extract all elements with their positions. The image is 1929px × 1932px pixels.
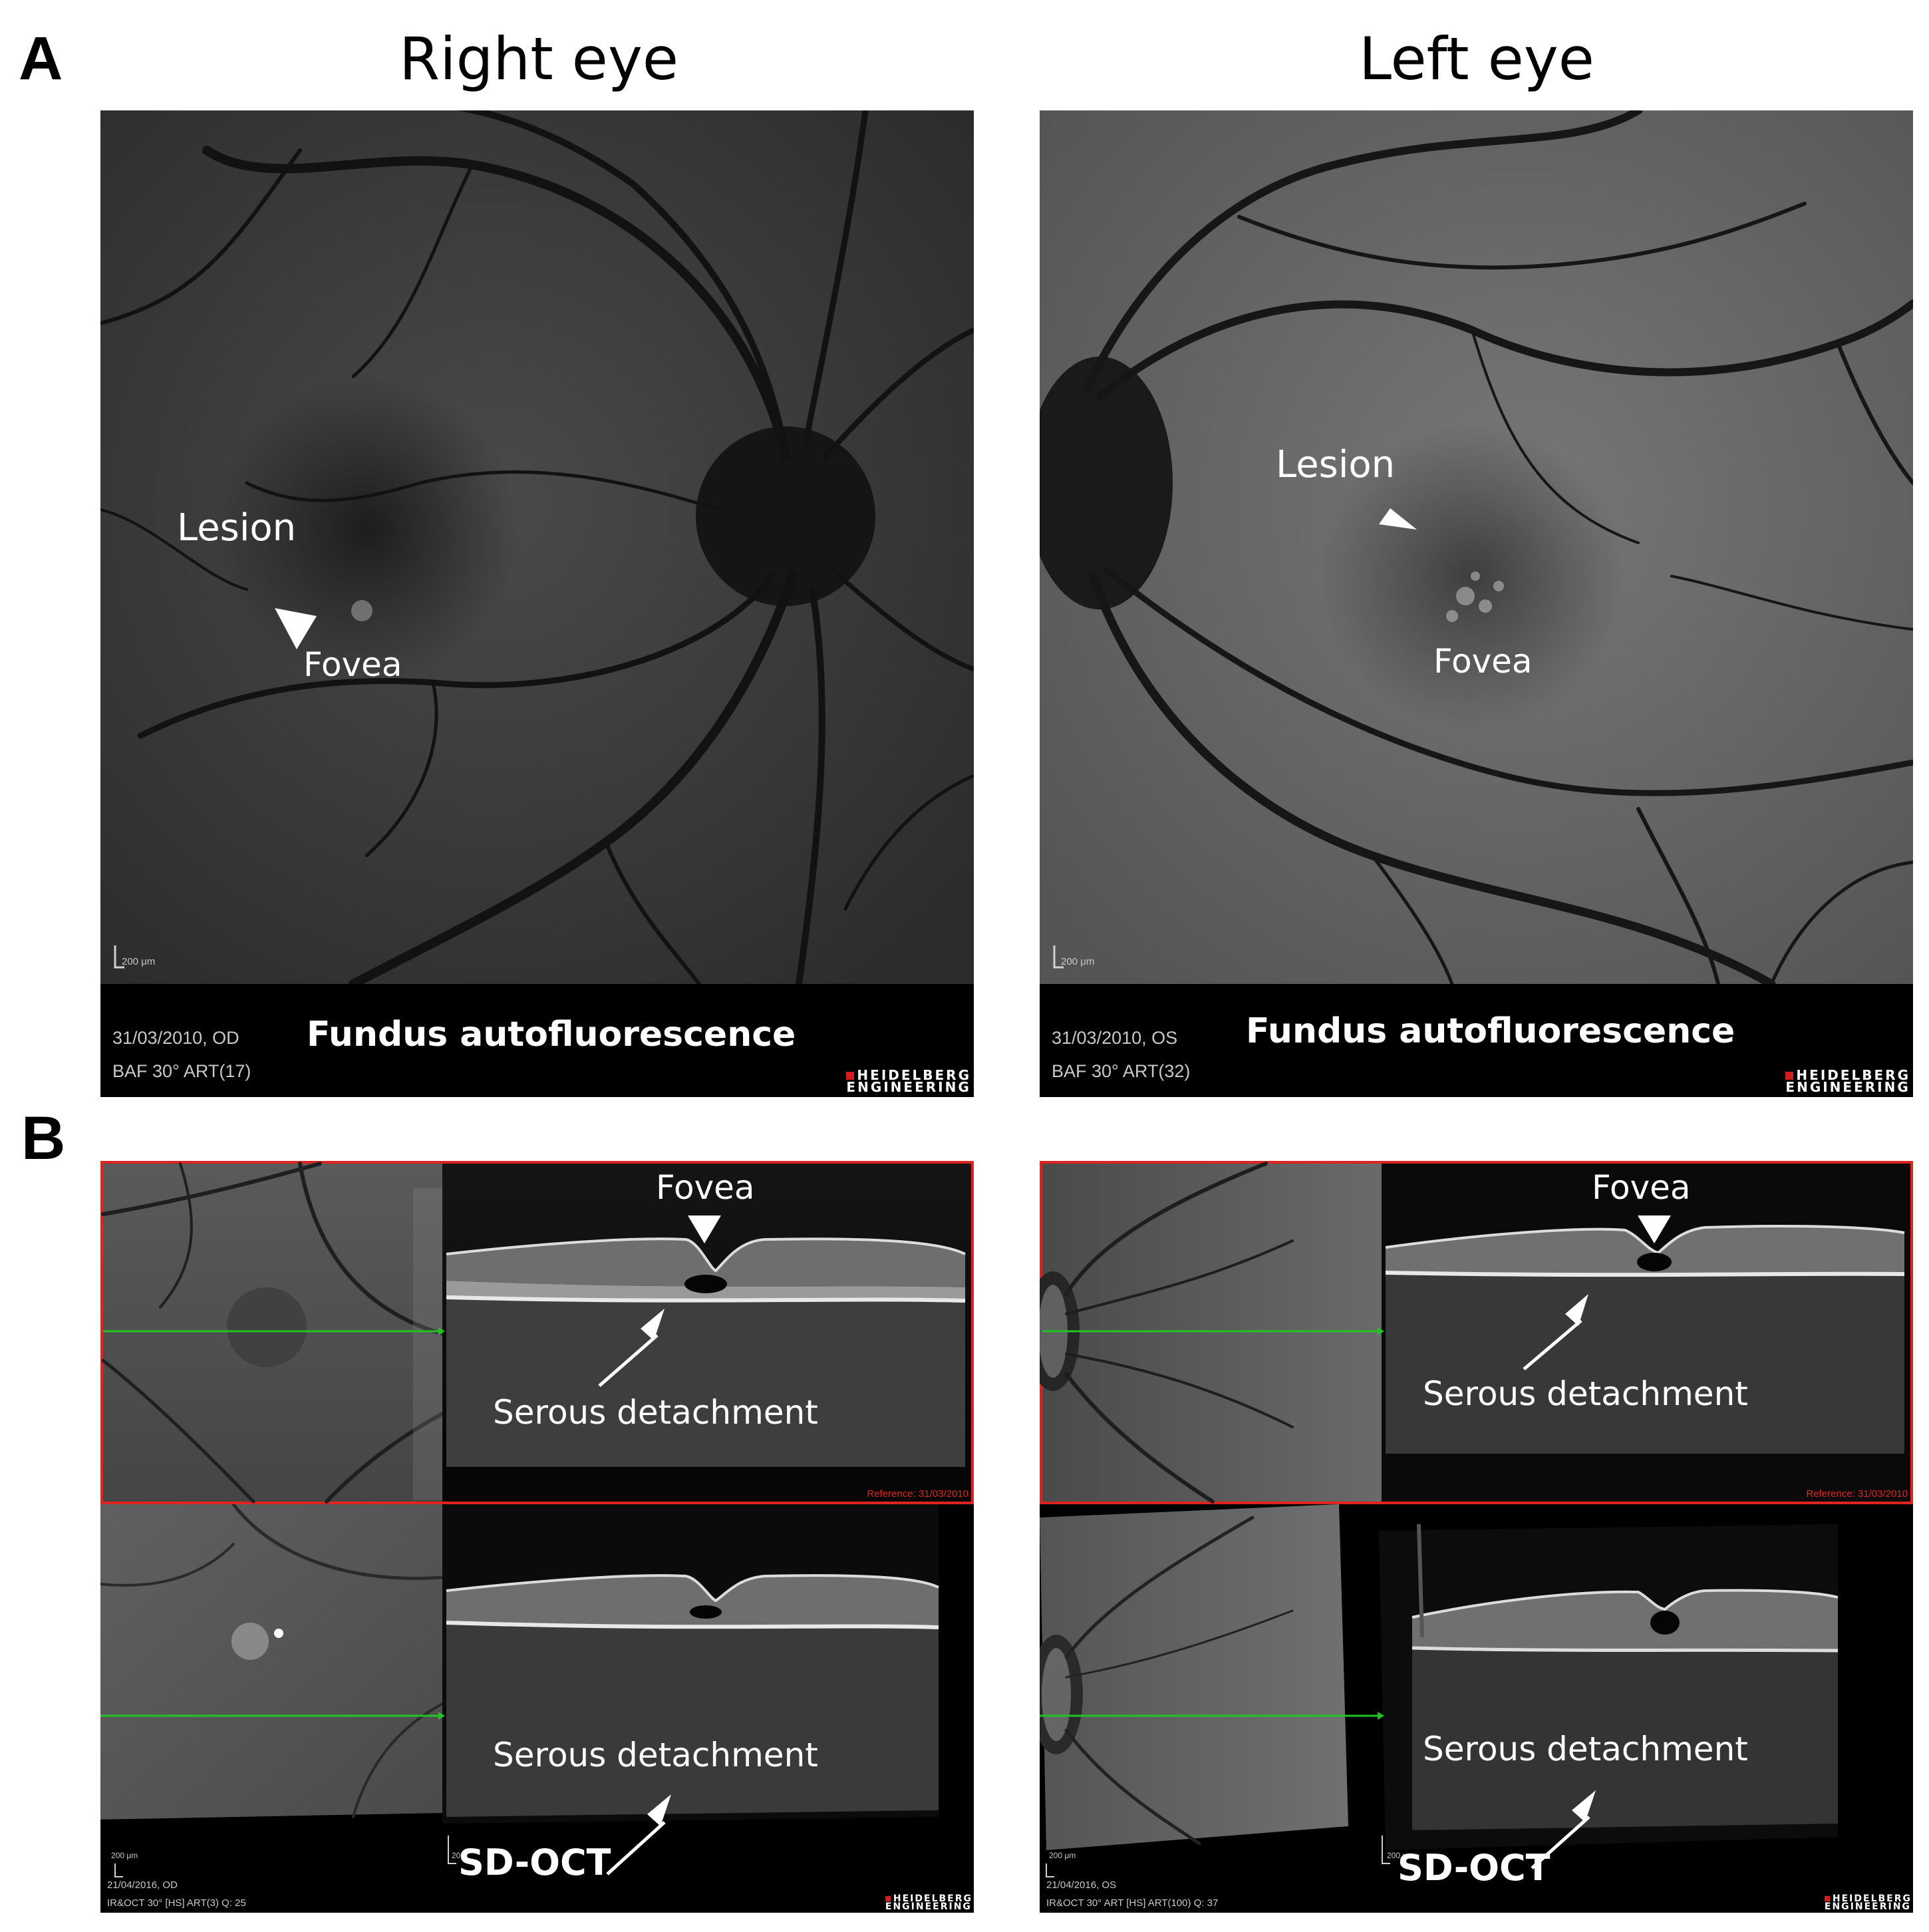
lesion-label: Lesion [177, 506, 297, 550]
left-eye-title: Left eye [1359, 25, 1594, 93]
mode-text: BAF 30° ART(17) [112, 1061, 251, 1081]
reference-text: Reference: 31/03/2010 [1806, 1488, 1908, 1500]
date-eye-text: 21/04/2016, OD [107, 1879, 178, 1891]
fundus-footer-left: 31/03/2010, OS BAF 30° ART(32) Fundus au… [1040, 984, 1913, 1097]
panel-b-letter: B [21, 1104, 66, 1172]
heidelberg-logo: HEIDELBERG ENGINEERING [1824, 1893, 1912, 1913]
scale-label: 200 μm [122, 956, 156, 967]
fundus-image-left: Lesion Fovea 200 μm [1040, 110, 1913, 984]
oct-reference-row: Fovea Serous detachment Reference: 31/03… [1040, 1161, 1913, 1504]
oct-reference-row: Fovea Serous detachment Reference: 31/03… [100, 1161, 974, 1504]
date-eye-text: 21/04/2016, OS [1046, 1879, 1117, 1891]
retina-vessels-right [100, 110, 974, 984]
mode-text: IR&OCT 30° ART [HS] ART(100) Q: 37 [1046, 1897, 1219, 1909]
ir-scale-label: 200 μm [111, 1851, 138, 1860]
heidelberg-logo: HEIDELBERG ENGINEERING [885, 1893, 972, 1913]
serous-detachment-label: Serous detachment [493, 1393, 818, 1432]
oct-scale-label: 200 μm [1387, 1851, 1414, 1860]
mode-text: BAF 30° ART(32) [1052, 1061, 1191, 1081]
serous-detachment-label: Serous detachment [493, 1736, 818, 1774]
oct-followup-row: Serous detachment 200 μm 200 μm SD-OCT 2… [1040, 1504, 1913, 1913]
reference-text: Reference: 31/03/2010 [867, 1488, 968, 1500]
fundus-image-right: Lesion Fovea 200 μm [100, 110, 974, 984]
date-eye-text: 31/03/2010, OD [112, 1028, 239, 1048]
mode-text: IR&OCT 30° [HS] ART(3) Q: 25 [107, 1897, 246, 1909]
ir-scale-label: 200 μm [1049, 1851, 1076, 1860]
sd-oct-label: SD-OCT [458, 1842, 611, 1883]
fundus-footer-right: 31/03/2010, OD BAF 30° ART(17) Fundus au… [100, 984, 974, 1097]
lesion-arrowhead [1379, 508, 1417, 530]
lesion-arrowhead [275, 608, 317, 649]
fovea-label: Fovea [303, 645, 402, 684]
lesion-label: Lesion [1276, 443, 1396, 486]
fovea-label: Fovea [656, 1168, 755, 1207]
oct-panel-left: Fovea Serous detachment Reference: 31/03… [1040, 1161, 1913, 1913]
sd-oct-label: SD-OCT [1398, 1847, 1551, 1889]
date-eye-text: 31/03/2010, OS [1052, 1028, 1178, 1048]
heidelberg-logo: HEIDELBERG ENGINEERING [1785, 1067, 1910, 1095]
fundus-autofluorescence-label: Fundus autofluorescence [307, 1015, 796, 1054]
scale-label: 200 μm [1061, 956, 1095, 967]
panel-a-letter: A [19, 25, 63, 92]
fovea-label: Fovea [1592, 1168, 1691, 1207]
retina-vessels-left [1040, 110, 1913, 984]
right-eye-title: Right eye [398, 25, 679, 93]
fovea-label: Fovea [1433, 642, 1533, 681]
oct-panel-right: Fovea Serous detachment Reference: 31/03… [100, 1161, 974, 1913]
serous-detachment-label: Serous detachment [1423, 1730, 1748, 1768]
heidelberg-logo: HEIDELBERG ENGINEERING [846, 1067, 971, 1095]
serous-detachment-label: Serous detachment [1423, 1374, 1748, 1413]
fundus-autofluorescence-label: Fundus autofluorescence [1246, 1011, 1735, 1051]
oct-followup-row: Serous detachment 200 μm 200 SD-OCT 21/0… [100, 1504, 974, 1913]
oct-scale-label: 200 [452, 1851, 466, 1860]
